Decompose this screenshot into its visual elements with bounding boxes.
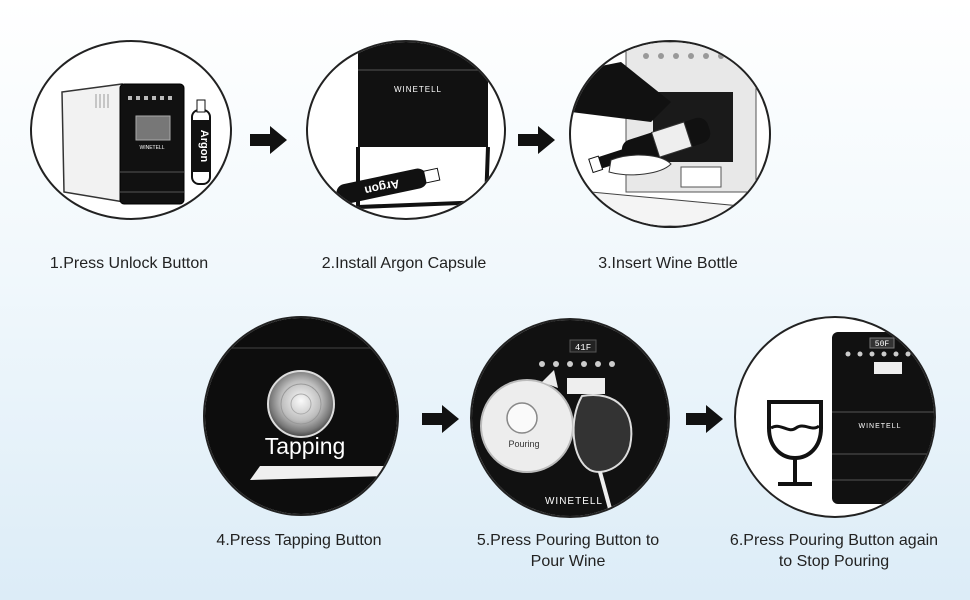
- brand-text: WINETELL: [858, 423, 901, 430]
- step-4-label: 4.Press Tapping Button: [216, 532, 382, 549]
- step-5-label-line2: Pour Wine: [530, 553, 606, 570]
- arrow-right-icon: [422, 405, 459, 433]
- step-3-illustration: [569, 40, 771, 228]
- arrow-right-icon: [250, 126, 287, 154]
- pouring-text: Pouring: [508, 439, 539, 449]
- step-6-label-line2: to Stop Pouring: [778, 553, 890, 570]
- arrow-right-icon: [686, 405, 723, 433]
- capsule-text: Argon: [198, 130, 210, 163]
- wine-glass-icon: [767, 400, 823, 486]
- brand-text: WINETELL: [394, 85, 442, 94]
- step-1-label: 1.Press Unlock Button: [49, 255, 209, 272]
- brand-text: WINETELL: [545, 496, 603, 507]
- step-5-label-line1: 5.Press Pouring Button to: [476, 532, 660, 549]
- step-2-label: 2.Install Argon Capsule: [321, 255, 487, 272]
- step-2-illustration: WINETELL Argon: [306, 40, 506, 220]
- step-6-illustration: 50F WINETELL: [734, 316, 936, 518]
- step-4-illustration: Tapping: [203, 316, 399, 516]
- brand-text: WINETELL: [139, 145, 164, 151]
- temperature-text: 50F: [875, 340, 890, 349]
- step-5-illustration: 41F Pouring WINETELL: [470, 318, 670, 518]
- step-1-illustration: WINETELL Argon: [30, 40, 232, 220]
- arrow-right-icon: [518, 126, 555, 154]
- temperature-text: 41F: [575, 343, 591, 353]
- step-6-label-line1: 6.Press Pouring Button again: [729, 532, 939, 549]
- step-3-label: 3.Insert Wine Bottle: [598, 255, 738, 272]
- tapping-text: Tapping: [265, 433, 346, 459]
